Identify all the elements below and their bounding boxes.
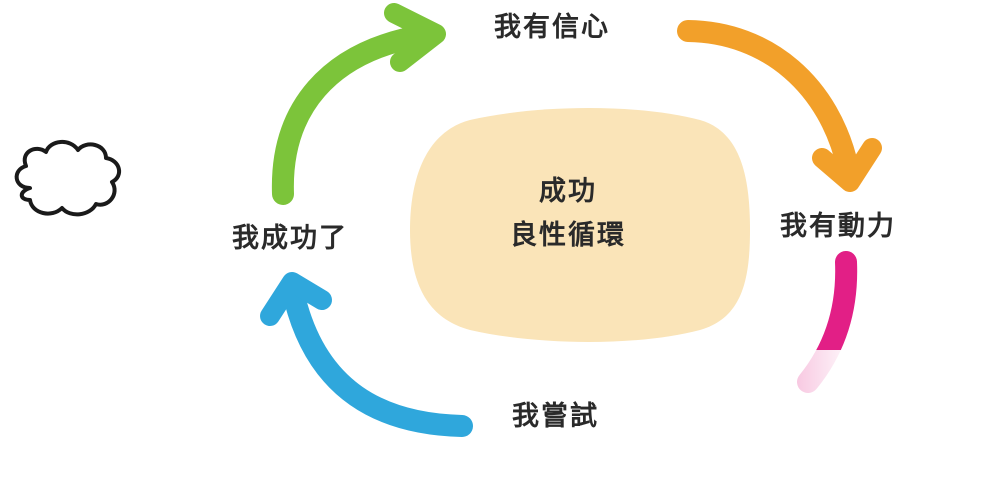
arrow-orange-head (812, 138, 882, 192)
cloud-icon (14, 140, 122, 217)
node-bottom-label: 我嘗試 (512, 401, 599, 432)
arrow-blue (284, 289, 473, 437)
center-subtitle: 良性循環 (510, 220, 626, 251)
node-left-label: 我成功了 (232, 223, 348, 254)
arrow-green-head (384, 3, 446, 72)
arrow-green (271, 25, 431, 205)
arrow-blue-head (260, 272, 332, 326)
center-label: 成功 良性循環 (488, 170, 648, 258)
node-right-label: 我有動力 (780, 211, 896, 242)
arrow-orange (677, 20, 859, 179)
arrow-magenta (797, 251, 858, 393)
center-title: 成功 (539, 176, 597, 207)
center-blob (410, 108, 750, 342)
node-top-label: 我有信心 (494, 12, 610, 43)
